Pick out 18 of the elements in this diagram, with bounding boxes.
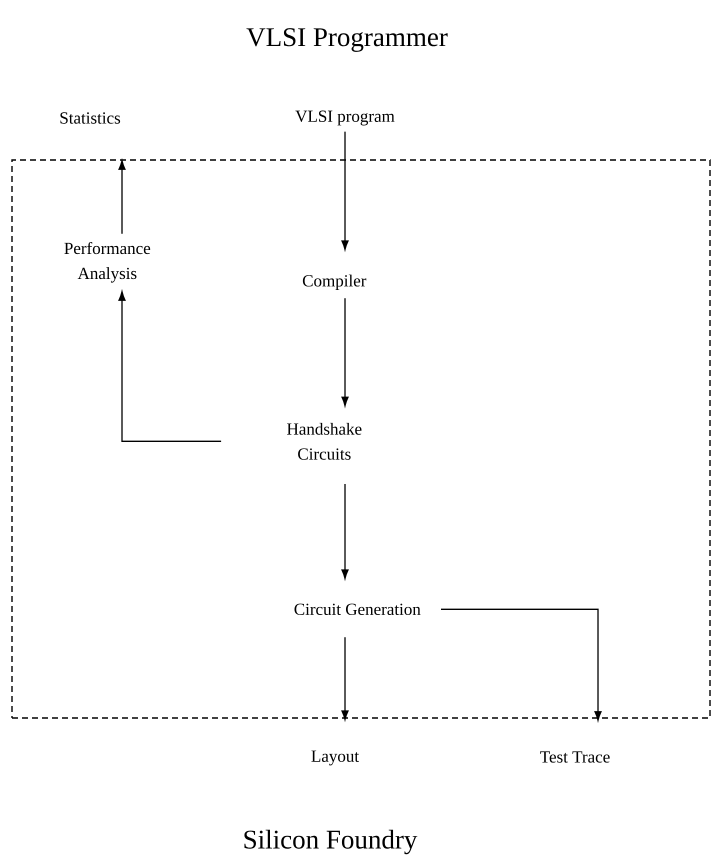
- arrow: [118, 291, 222, 442]
- flow-label: VLSI program: [295, 110, 395, 126]
- flow-label: Handshake Circuits: [287, 422, 362, 460]
- arrow: [341, 484, 349, 580]
- arrow: [341, 298, 349, 406]
- flow-label: Performance Analysis: [64, 242, 150, 283]
- flow-label: Statistics: [60, 112, 120, 124]
- heading: Silicon Foundry: [244, 830, 418, 854]
- flow-label: Circuit Generation: [294, 604, 421, 616]
- flow-label: Compiler: [302, 274, 366, 290]
- arrow: [341, 637, 349, 720]
- arrow: [441, 608, 602, 721]
- dashed-boundary-box: [11, 159, 711, 719]
- arrow: [341, 132, 349, 250]
- flow-label: Test Trace: [540, 751, 610, 763]
- heading: VLSI Programmer: [246, 28, 448, 52]
- flow-label: Layout: [311, 750, 359, 766]
- arrow: [118, 160, 126, 234]
